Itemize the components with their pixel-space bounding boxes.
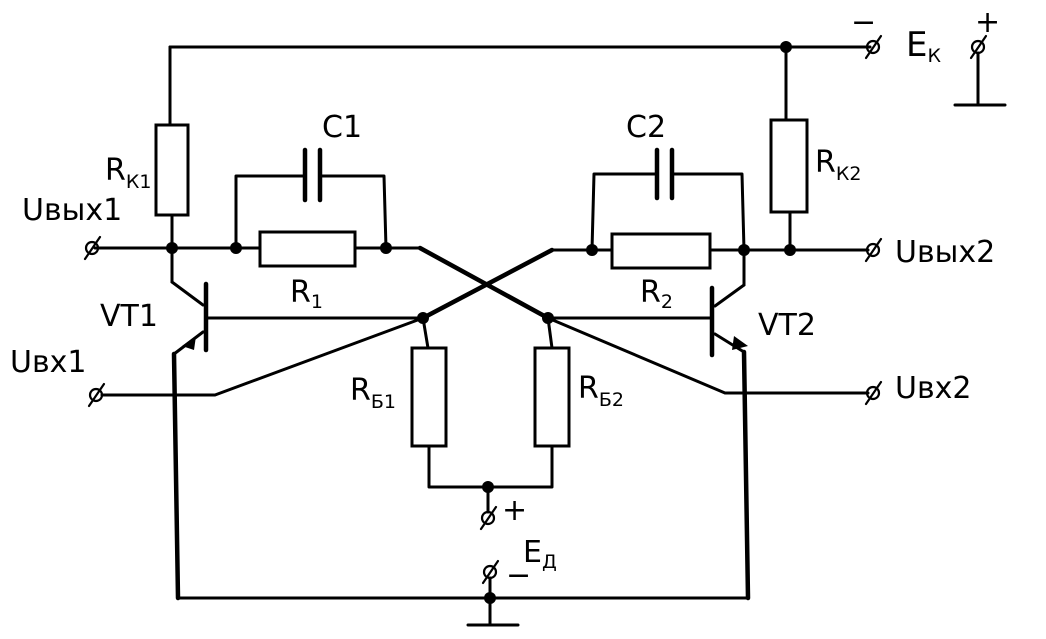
right-output-line [550, 237, 883, 263]
uout1-label: Uвых1 [22, 193, 122, 228]
ek-plus-sign: + [975, 5, 1000, 40]
ed-label: EД [523, 535, 557, 573]
uin1-label: Uвх1 [10, 345, 86, 380]
vt1-label: VT1 [100, 299, 158, 334]
cross-coupling [417, 245, 555, 324]
rb2-resistor [533, 316, 571, 448]
uin2-input [546, 316, 883, 406]
r1-label: R1 [290, 275, 323, 313]
vt1-transistor [170, 246, 425, 601]
supply-rail [168, 34, 1007, 107]
c1-label: C1 [322, 110, 362, 145]
ground-rail [176, 592, 750, 627]
ek-label: EК [906, 25, 941, 67]
ek-minus-sign: − [851, 5, 876, 40]
c1-capacitor [234, 147, 388, 250]
uin2-label: Uвх2 [895, 371, 971, 406]
uin1-input [87, 316, 425, 408]
rb1-resistor [410, 316, 554, 489]
rk2-label: RК2 [815, 145, 861, 185]
c2-capacitor [590, 147, 746, 252]
r1-resistor [258, 230, 422, 268]
vt2-label: VT2 [758, 308, 816, 343]
rb2-label: RБ2 [578, 371, 624, 411]
rk2-resistor [769, 45, 809, 252]
r2-resistor [610, 232, 712, 270]
r2-label: R2 [640, 275, 673, 313]
uout2-label: Uвых2 [895, 235, 995, 270]
ed-minus-sign: − [506, 558, 531, 593]
rk1-resistor [154, 45, 190, 250]
ed-plus-sign: + [502, 493, 527, 528]
rb1-label: RБ1 [350, 373, 396, 413]
bias-supply [479, 481, 500, 600]
rk1-label: RК1 [105, 153, 151, 193]
c2-label: C2 [626, 110, 666, 145]
